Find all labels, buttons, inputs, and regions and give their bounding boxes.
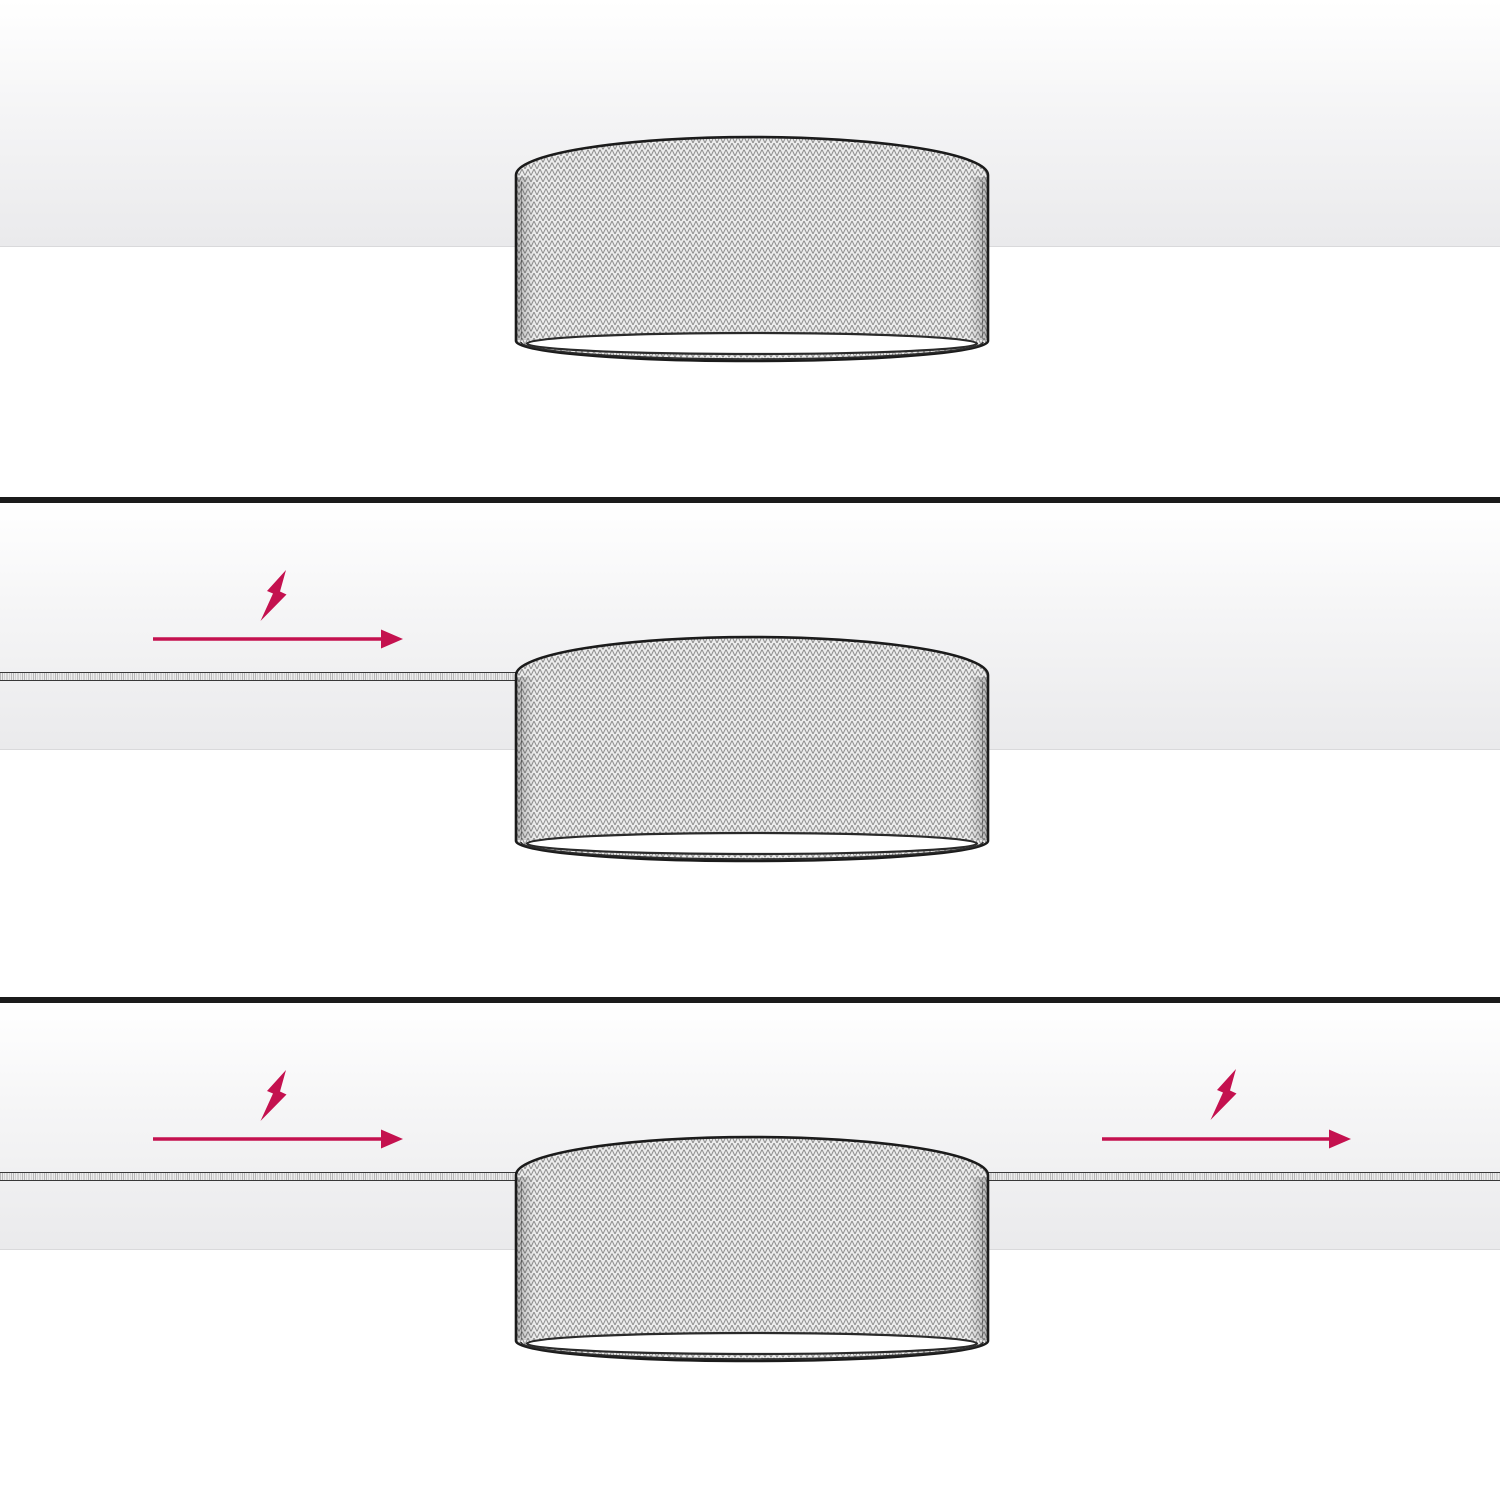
shade-body <box>514 635 990 863</box>
shade-diffuser <box>525 331 979 356</box>
drum-ceiling-lamp <box>514 135 990 363</box>
lightning-bolt-icon <box>260 570 287 621</box>
drum-ceiling-lamp <box>514 635 990 863</box>
shade-diffuser <box>525 1331 979 1356</box>
drum-ceiling-lamp <box>514 1135 990 1363</box>
shade-body <box>514 135 990 363</box>
lightning-bolt-icon <box>260 1070 287 1121</box>
power-cable-left <box>0 672 521 681</box>
electricity-arrow <box>1102 1129 1351 1149</box>
power-cable-left <box>0 1172 521 1181</box>
panel-separator-line <box>0 497 1500 503</box>
shade-hem-line <box>520 341 984 360</box>
electricity-arrow <box>153 1129 403 1149</box>
shade-body <box>514 1135 990 1363</box>
power-cable-right <box>984 1172 1500 1181</box>
shade-diffuser <box>525 831 979 856</box>
panel-separator-line <box>0 997 1500 1003</box>
panel-ceiling-lamp-no-cable <box>514 135 990 363</box>
electricity-arrow <box>153 629 403 649</box>
lightning-bolt-icon <box>1210 1069 1237 1120</box>
panel-ceiling-lamp-cable-in <box>153 570 990 863</box>
panel-ceiling-lamp-cable-through <box>153 1069 1351 1363</box>
shade-hem-line <box>520 841 984 860</box>
shade-hem-line <box>520 1341 984 1360</box>
